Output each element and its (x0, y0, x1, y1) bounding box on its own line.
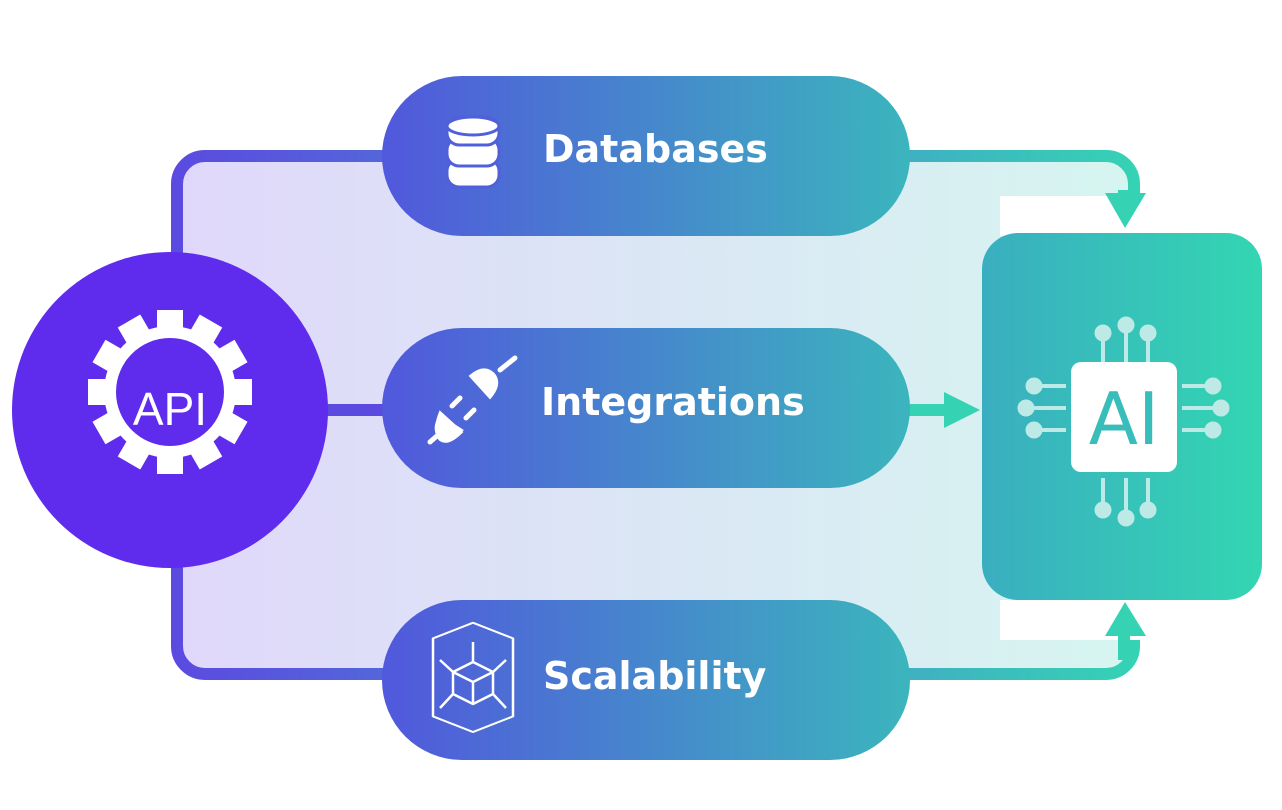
arrow-databases-to-ai (1105, 190, 1146, 228)
ai-label: AI (1089, 377, 1160, 461)
api-node: API (12, 252, 328, 568)
ai-node: AI (982, 233, 1262, 600)
ai-chip-icon (1017, 316, 1230, 527)
channel-scalability: Scalability (382, 600, 910, 760)
channel-label: Scalability (543, 654, 767, 698)
channel-integrations: Integrations (382, 328, 910, 488)
plug-icon (427, 355, 518, 445)
ai-chip (1071, 362, 1177, 472)
arrow-integrations-to-ai (326, 392, 980, 428)
api-label: API (133, 383, 207, 435)
gear-icon (88, 310, 252, 474)
cube-expand-icon (431, 621, 515, 733)
arrow-scalability-to-ai (1105, 602, 1146, 660)
channel-label: Integrations (541, 380, 805, 424)
channel-label: Databases (543, 127, 768, 171)
channel-databases: Databases (382, 76, 910, 236)
database-icon (445, 115, 501, 189)
